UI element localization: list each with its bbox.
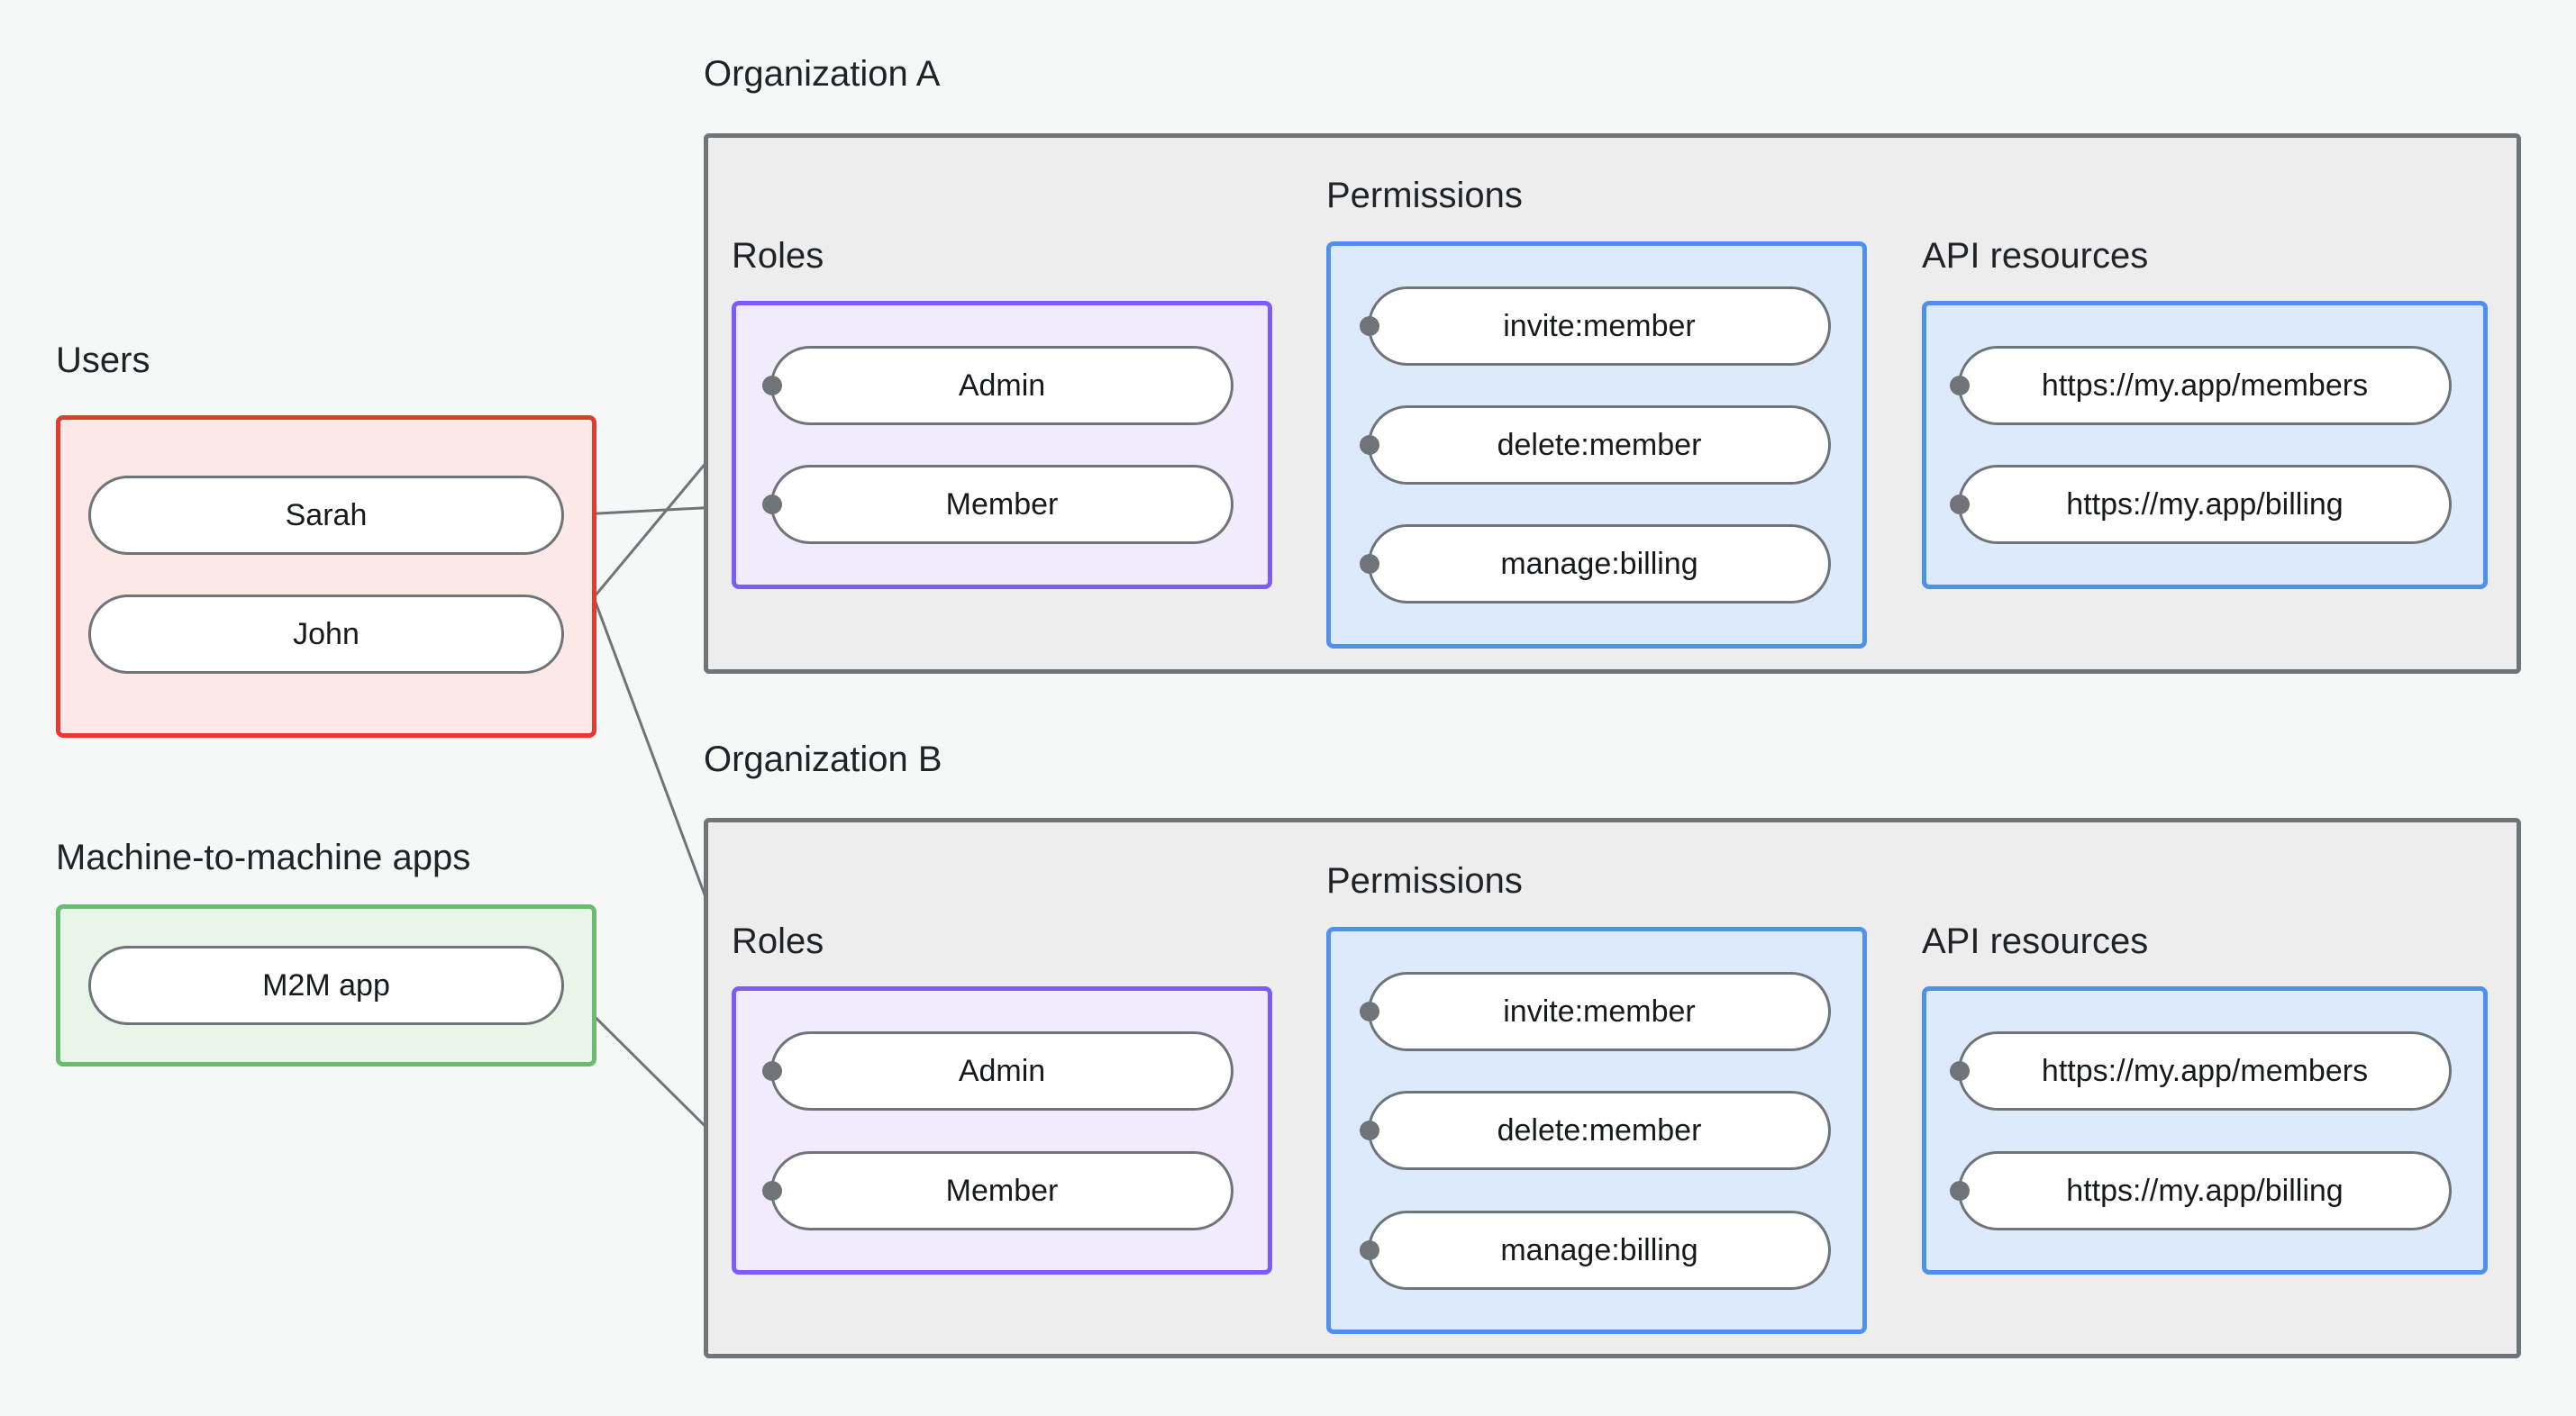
org-a-permission-manage-billing[interactable]: manage:billing <box>1368 524 1831 604</box>
users-box <box>56 415 596 738</box>
org-b-roles-box <box>732 986 1272 1275</box>
org-b-label: Organization B <box>704 740 942 779</box>
org-a-role-member[interactable]: Member <box>770 465 1233 544</box>
user-sarah[interactable]: Sarah <box>88 476 564 555</box>
org-b-permission-manage-billing[interactable]: manage:billing <box>1368 1211 1831 1290</box>
org-b-api-billing[interactable]: https://my.app/billing <box>1958 1151 2452 1230</box>
org-b-permissions-label: Permissions <box>1326 861 1523 901</box>
org-b-api-box <box>1922 986 2488 1275</box>
org-a-permission-invite-member[interactable]: invite:member <box>1368 286 1831 366</box>
org-a-roles-label: Roles <box>732 236 824 276</box>
org-a-role-admin[interactable]: Admin <box>770 346 1233 425</box>
org-b-permission-invite-member[interactable]: invite:member <box>1368 972 1831 1051</box>
m2m-app[interactable]: M2M app <box>88 946 564 1025</box>
user-john[interactable]: John <box>88 595 564 674</box>
org-b-permission-delete-member[interactable]: delete:member <box>1368 1091 1831 1170</box>
org-b-roles-label: Roles <box>732 921 824 961</box>
org-a-api-box <box>1922 301 2488 589</box>
org-a-api-label: API resources <box>1922 236 2149 276</box>
org-a-api-members[interactable]: https://my.app/members <box>1958 346 2452 425</box>
users-label: Users <box>56 340 150 380</box>
org-a-api-billing[interactable]: https://my.app/billing <box>1958 465 2452 544</box>
org-a-permission-delete-member[interactable]: delete:member <box>1368 405 1831 485</box>
org-b-api-label: API resources <box>1922 921 2149 961</box>
org-a-permissions-label: Permissions <box>1326 176 1523 215</box>
org-a-roles-box <box>732 301 1272 589</box>
org-a-label: Organization A <box>704 54 941 94</box>
org-b-role-admin[interactable]: Admin <box>770 1031 1233 1111</box>
org-b-api-members[interactable]: https://my.app/members <box>1958 1031 2452 1111</box>
org-b-role-member[interactable]: Member <box>770 1151 1233 1230</box>
m2m-label: Machine-to-machine apps <box>56 838 471 877</box>
